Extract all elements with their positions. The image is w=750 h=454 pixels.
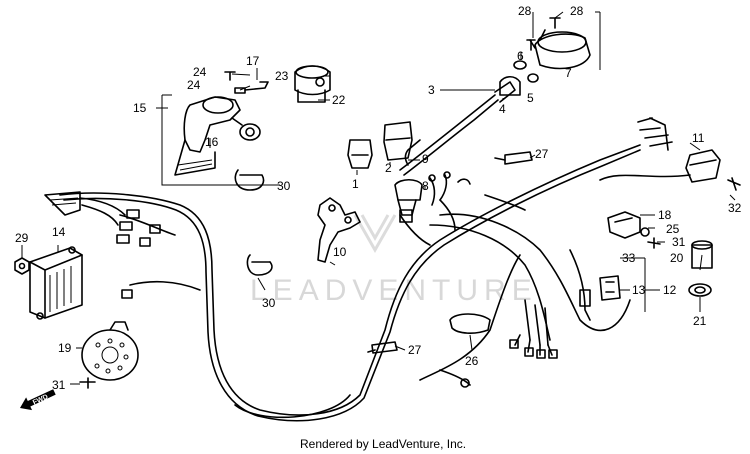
callout-labels: 28 28 3 4 5 6 7 17 24 24 23 22 15 16 1 2… xyxy=(15,4,742,392)
callout-13: 13 xyxy=(632,283,646,297)
callout-7: 7 xyxy=(565,66,572,80)
wire-clamp-30 xyxy=(234,169,273,276)
callout-27a: 27 xyxy=(535,147,549,161)
watermark: LEADVENTURE xyxy=(250,214,538,307)
callout-32: 32 xyxy=(728,201,742,215)
callout-28b: 28 xyxy=(570,4,584,18)
callout-8: 8 xyxy=(422,179,429,193)
footer-credit: Rendered by LeadVenture, Inc. xyxy=(300,437,466,451)
callout-30b: 30 xyxy=(262,296,276,310)
regulator-14 xyxy=(29,246,83,320)
callout-24b: 24 xyxy=(187,78,201,92)
bracket-18 xyxy=(607,211,661,249)
bracket-10 xyxy=(317,197,361,263)
callout-6: 6 xyxy=(517,49,524,63)
callout-30a: 30 xyxy=(277,179,291,193)
connector-8 xyxy=(394,171,471,223)
fwd-label: FWD xyxy=(32,394,49,407)
relay-22-23 xyxy=(294,65,331,103)
callout-19: 19 xyxy=(58,341,72,355)
callout-24a: 24 xyxy=(193,65,207,79)
callout-15: 15 xyxy=(133,101,147,115)
callout-21: 21 xyxy=(693,314,707,328)
callout-23: 23 xyxy=(275,69,289,83)
callout-5: 5 xyxy=(527,91,534,105)
callout-17: 17 xyxy=(246,54,260,68)
ignition-switch-assembly xyxy=(161,71,280,186)
main-wire-harness xyxy=(59,144,691,422)
clamp-26 xyxy=(449,313,491,334)
bolt-31-left xyxy=(79,377,96,389)
callout-31a: 31 xyxy=(52,378,66,392)
callout-1: 1 xyxy=(352,177,359,191)
watermark-text: LEADVENTURE xyxy=(250,274,538,307)
leader-lines xyxy=(21,11,736,385)
callout-28a: 28 xyxy=(518,4,532,18)
callout-11: 11 xyxy=(692,131,705,145)
callout-20: 20 xyxy=(670,251,684,265)
connector-11 xyxy=(637,117,721,183)
callout-22: 22 xyxy=(332,93,346,107)
callout-18: 18 xyxy=(658,208,672,222)
wire-clamp-27 xyxy=(367,151,533,354)
nut-29 xyxy=(14,257,30,275)
bolt-32 xyxy=(727,177,741,191)
callout-9: 9 xyxy=(422,152,429,166)
callout-25: 25 xyxy=(666,222,680,236)
callout-16: 16 xyxy=(205,135,219,149)
callout-31b: 31 xyxy=(672,235,686,249)
callout-14: 14 xyxy=(52,225,66,239)
callout-3: 3 xyxy=(428,83,435,97)
callout-27b: 27 xyxy=(408,343,422,357)
bracket-13 xyxy=(599,275,621,301)
callout-29: 29 xyxy=(15,231,29,245)
callout-12: 12 xyxy=(663,283,677,297)
horn-19 xyxy=(81,321,139,381)
part-20-21 xyxy=(688,240,713,297)
callout-2: 2 xyxy=(385,161,392,175)
callout-26: 26 xyxy=(465,354,479,368)
callout-33: 33 xyxy=(622,251,636,265)
ignition-coil-assembly xyxy=(399,17,591,176)
multi-pin-coupler xyxy=(44,191,161,299)
callout-10a: 10 xyxy=(333,245,347,259)
callout-4: 4 xyxy=(499,102,506,116)
connectors-1-2 xyxy=(347,121,413,169)
